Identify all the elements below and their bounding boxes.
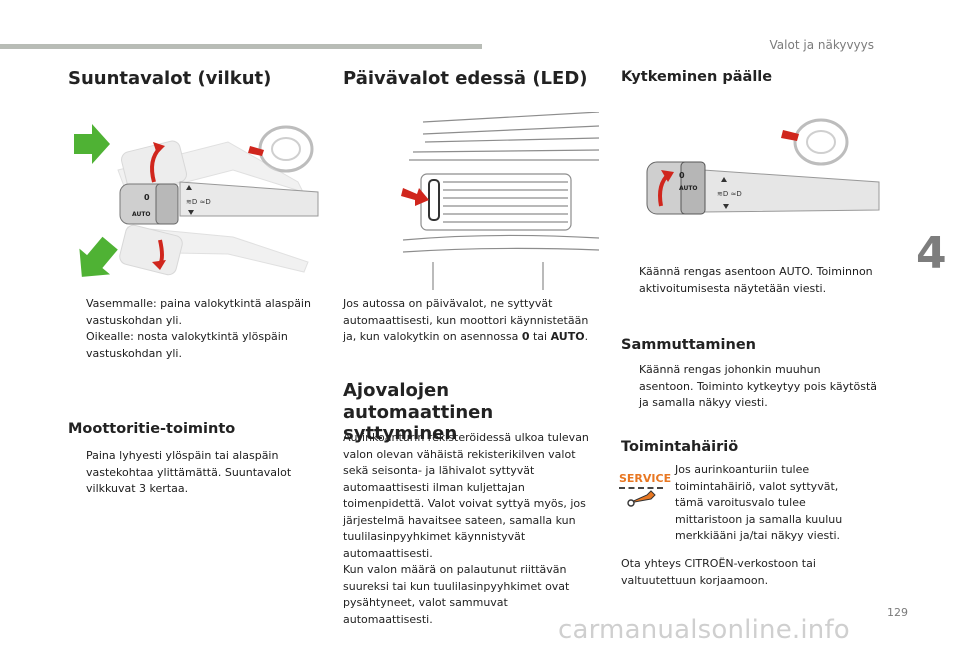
position-auto-label: AUTO [679, 185, 698, 192]
motorway-function-title: Moottoritie-toiminto [68, 421, 236, 437]
left-turn-arrow-icon [79, 236, 118, 277]
list-item: Käännä rengas johonkin muuhun asentoon. … [639, 363, 878, 409]
list-item: Paina lyhyesti ylöspäin tai alaspäin vas… [86, 449, 292, 495]
daytime-lights-title: Päivävalot edessä (LED) [343, 68, 588, 89]
position-zero-label: 0 [679, 171, 685, 180]
list-item: Oikealle: nosta valokytkintä ylöspäin va… [86, 330, 288, 360]
switch-on-instructions: Käännä rengas asentoon AUTO. Toiminnon a… [621, 264, 877, 297]
chapter-number: 4 [916, 228, 947, 279]
list-item: Vasemmalle: paina valokytkintä alaspäin … [86, 297, 311, 327]
stalk-icon: 0 AUTO ≋D ≈D [646, 161, 880, 215]
page-number: 129 [887, 606, 908, 619]
arrow-down-icon [152, 260, 166, 270]
daytime-lights-description: Jos autossa on päivävalot, ne syttyvät a… [343, 297, 589, 343]
steering-wheel-icon [781, 118, 849, 166]
service-warning-icon: SERVICE [619, 472, 671, 512]
header-bar [0, 44, 482, 49]
malfunction-description: Jos aurinkoanturiin tulee toimintahäiriö… [675, 463, 843, 542]
auto-headlights-title: Ajovalojen automaattinen syttyminen [343, 380, 494, 445]
svg-text:≋D ≈D: ≋D ≈D [717, 190, 742, 198]
stalk-down-position-icon [119, 224, 309, 276]
stalk-neutral-icon: 0 AUTO ≋D ≈D [119, 181, 319, 225]
arrow-up-icon [153, 142, 165, 154]
rotate-arrow-icon [661, 170, 674, 182]
malfunction-title: Toimintahäiriö [621, 439, 739, 455]
watermark: carmanualsonline.info [558, 615, 850, 645]
steering-wheel-icon [248, 125, 314, 173]
position-zero-label: 0 [144, 193, 150, 202]
position-auto-label: AUTO [132, 211, 151, 218]
right-turn-arrow-icon [74, 124, 110, 164]
turn-signal-stalk-illustration: 0 AUTO ≋D ≈D [68, 112, 322, 288]
auto-headlights-description: Aurinkoanturin rekisteröidessä ulkoa tul… [343, 431, 589, 626]
pointer-arrow-icon [401, 188, 429, 206]
section-title: Valot ja näkyvyys [769, 38, 874, 52]
switch-off-instructions: Käännä rengas johonkin muuhun asentoon. … [621, 362, 877, 412]
contact-text: Ota yhteys CITROËN-verkostoon tai valtuu… [621, 557, 816, 587]
turn-signal-instructions: Vasemmalle: paina valokytkintä alaspäin … [68, 296, 318, 362]
svg-text:≋D ≈D: ≋D ≈D [186, 198, 211, 206]
list-item: Käännä rengas asentoon AUTO. Toiminnon a… [639, 265, 873, 295]
auto-ring-illustration: 0 AUTO ≋D ≈D [621, 112, 881, 262]
led-daytime-lights-illustration [343, 112, 599, 290]
turn-signals-title: Suuntavalot (vilkut) [68, 68, 272, 89]
led-light-icon [428, 179, 440, 221]
motorway-instructions: Paina lyhyesti ylöspäin tai alaspäin vas… [68, 448, 308, 498]
switch-off-title: Sammuttaminen [621, 337, 756, 353]
switch-on-title: Kytkeminen päälle [621, 69, 773, 85]
